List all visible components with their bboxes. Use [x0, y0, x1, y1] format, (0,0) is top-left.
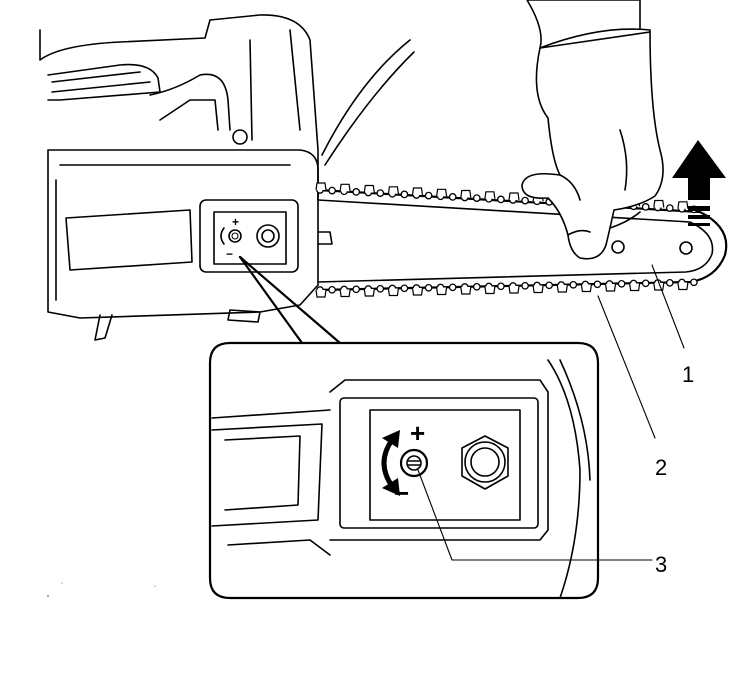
chain-tooth: [653, 199, 665, 208]
chain-tooth: [508, 285, 520, 294]
chain-link: [328, 285, 336, 294]
print-specks: [47, 582, 156, 597]
chain-tooth: [411, 187, 424, 196]
chain-link: [569, 280, 578, 289]
chain-link: [497, 195, 505, 204]
chain-tooth: [436, 188, 448, 197]
bar-nut: [461, 435, 509, 490]
saw-chain-bottom: [315, 278, 698, 298]
chain-tooth: [604, 283, 617, 292]
chain-tooth: [315, 182, 327, 191]
leader-line-3: [417, 469, 653, 561]
small-minus-sign: −: [226, 247, 233, 261]
guide-bar: [316, 188, 728, 292]
magnified-inset: + −: [208, 255, 600, 600]
chain-link: [352, 188, 361, 196]
callout-3-adjust-screw: 3: [655, 552, 667, 577]
chain-tooth: [387, 186, 399, 194]
small-plus-sign: +: [232, 215, 239, 229]
tension-adjust-screw: [399, 448, 429, 478]
callout-1-guide-bar: 1: [682, 362, 694, 387]
chain-tooth: [629, 283, 641, 292]
chain-link: [424, 283, 433, 292]
chain-tooth: [580, 284, 592, 293]
chain-link: [424, 191, 433, 200]
chain-link: [400, 284, 409, 293]
chain-tooth: [363, 288, 375, 297]
chain-link: [690, 278, 698, 287]
chain-tooth: [411, 287, 424, 296]
chain-link: [593, 280, 602, 289]
chainsaw-body: + −: [39, 14, 415, 341]
chain-tooth: [556, 284, 568, 293]
chain-link: [617, 279, 626, 288]
small-rotate-arrow-icon: [220, 227, 225, 245]
chain-tooth: [677, 282, 689, 291]
chain-tooth: [508, 192, 520, 201]
chain-tooth: [315, 289, 327, 298]
chain-link: [641, 203, 650, 211]
rotate-arrow-icon: [381, 430, 400, 496]
chain-link: [545, 281, 554, 290]
gloved-hand: [521, 0, 664, 260]
chain-tooth: [436, 287, 448, 296]
chain-link: [328, 186, 336, 195]
chain-link: [665, 278, 674, 287]
chain-link: [376, 189, 385, 197]
chain-tooth: [484, 191, 496, 199]
chain-tooth: [387, 288, 399, 297]
chain-link: [352, 285, 361, 294]
minus-sign: −: [394, 478, 409, 508]
callout-2-saw-chain: 2: [655, 455, 667, 480]
chain-tooth: [363, 184, 375, 193]
chain-tooth: [484, 286, 496, 295]
chain-link: [665, 204, 674, 212]
chain-link: [497, 282, 505, 291]
arrow-up-icon: [672, 140, 726, 226]
chain-link: [448, 283, 457, 292]
chain-link: [521, 281, 529, 290]
chain-tooth: [460, 286, 472, 295]
plus-sign: +: [410, 418, 425, 448]
leader-line-1: [651, 264, 685, 349]
chain-link: [472, 282, 481, 291]
chain-tooth: [460, 189, 472, 198]
chain-link: [376, 284, 385, 293]
chain-link: [521, 196, 529, 205]
chain-link: [400, 190, 409, 199]
chain-link: [448, 193, 457, 201]
chain-link: [641, 279, 650, 288]
chain-tooth: [532, 285, 544, 294]
leader-line-2: [597, 295, 656, 439]
chain-tooth: [677, 201, 689, 209]
chain-tooth: [339, 289, 351, 298]
chain-link: [472, 194, 481, 202]
chain-tooth: [339, 183, 351, 192]
